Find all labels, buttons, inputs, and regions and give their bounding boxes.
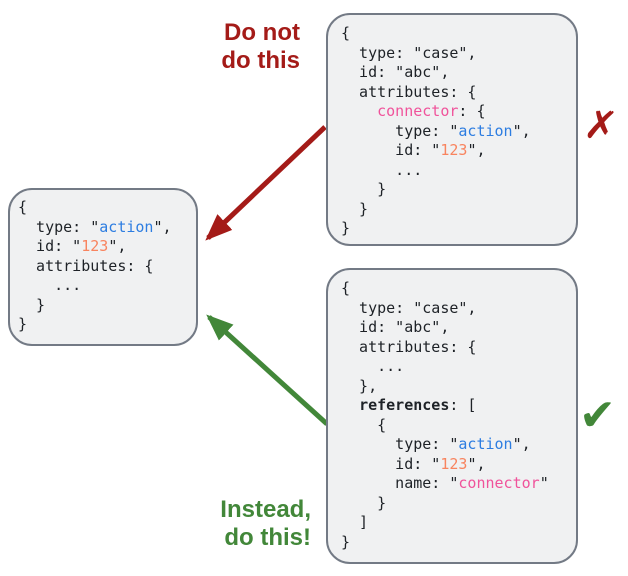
cross-mark: ✗	[581, 101, 620, 151]
good-example-code: { type: "case", id: "abc", attributes: {…	[341, 279, 549, 551]
target-resource-code: { type: "action", id: "123", attributes:…	[18, 198, 172, 333]
instead-arrow	[206, 314, 329, 426]
instead-label: Instead, do this!	[220, 496, 311, 551]
bad-example-box: { type: "case", id: "abc", attributes: {…	[326, 13, 578, 246]
target-resource-box: { type: "action", id: "123", attributes:…	[8, 188, 198, 346]
check-mark: ✔	[579, 390, 616, 441]
do-not-label: Do not do this	[221, 19, 300, 74]
good-example-box: { type: "case", id: "abc", attributes: {…	[326, 268, 578, 564]
bad-example-code: { type: "case", id: "abc", attributes: {…	[341, 24, 531, 237]
do-not-arrow	[205, 125, 327, 241]
